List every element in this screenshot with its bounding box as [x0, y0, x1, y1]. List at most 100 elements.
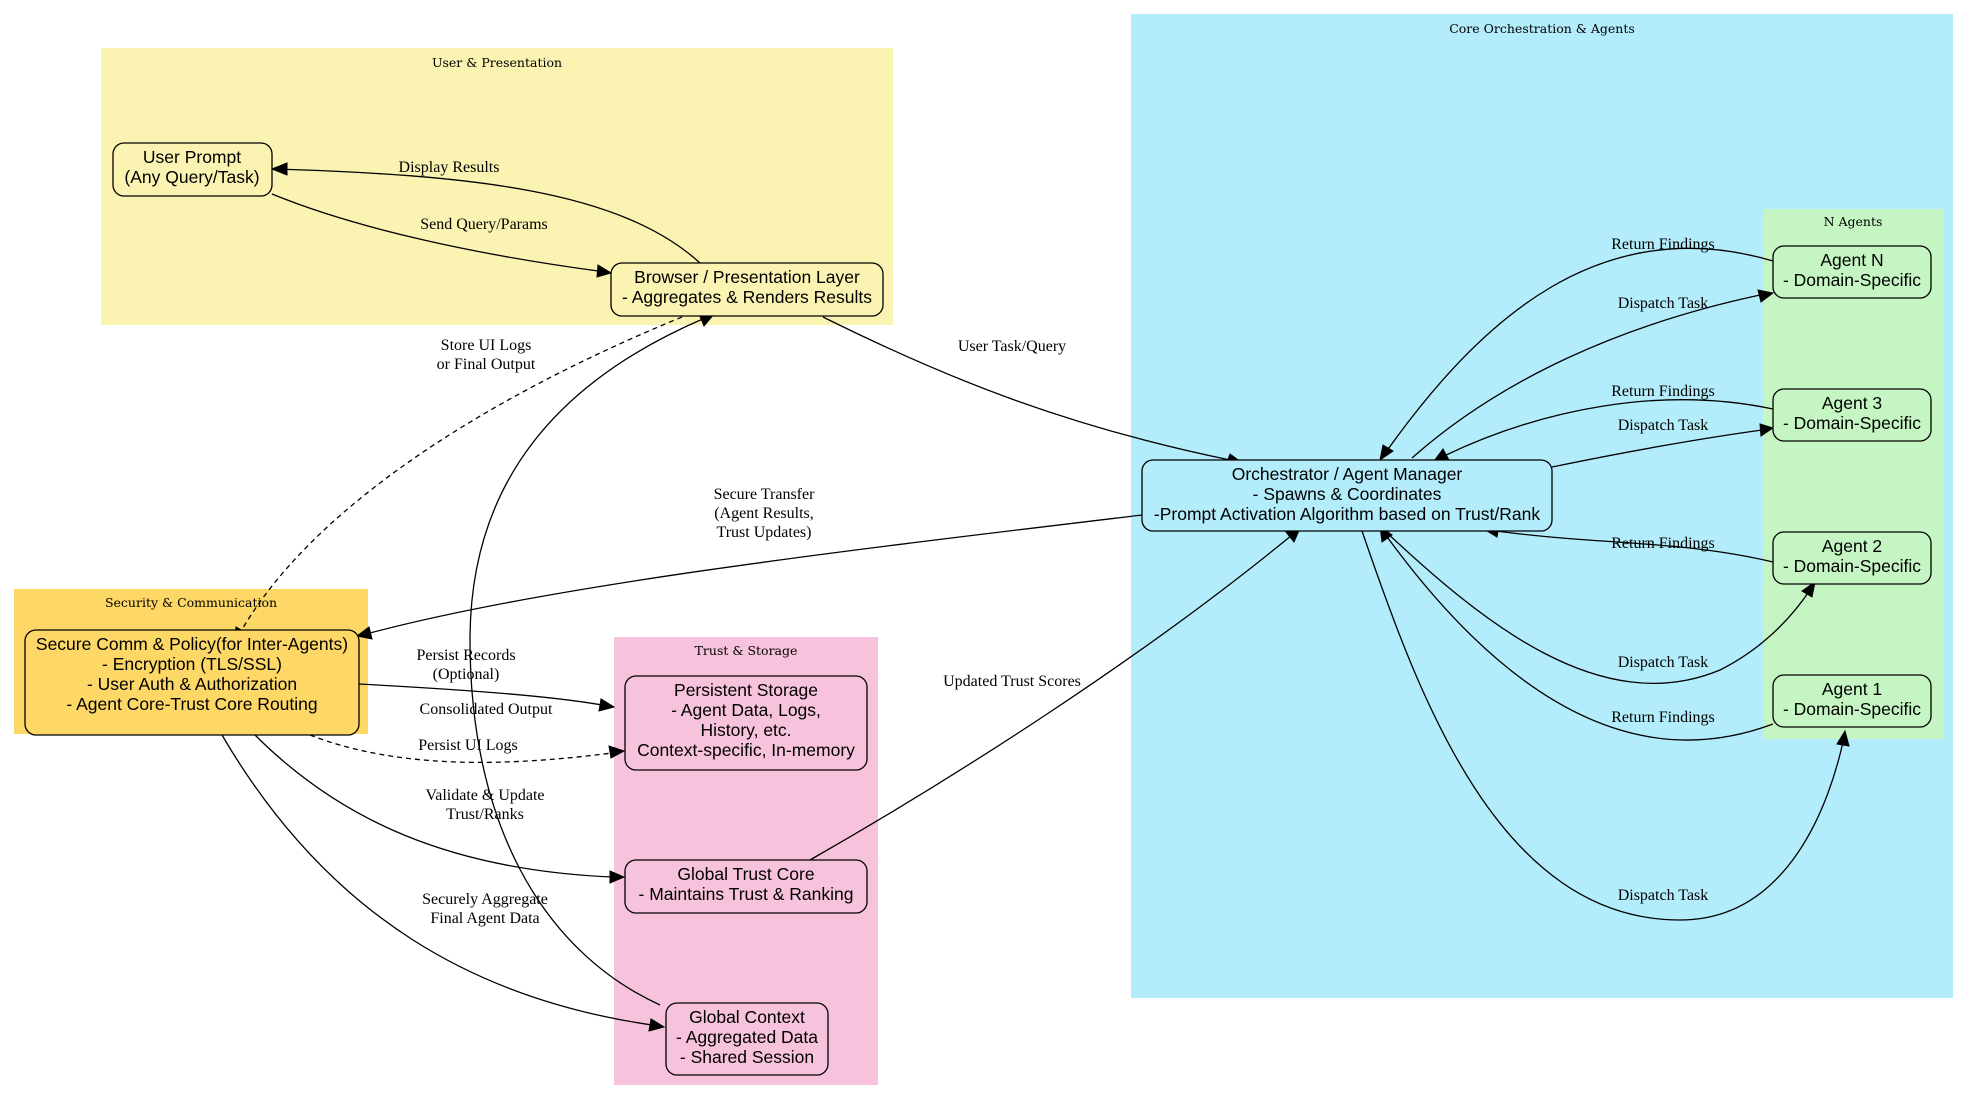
- edge-label-line: Send Query/Params: [420, 216, 548, 233]
- edge-label-line: Validate & Update: [425, 787, 544, 804]
- cluster-core-label: Core Orchestration & Agents: [1449, 21, 1635, 36]
- label-display-results: Display Results: [399, 159, 500, 176]
- svg-text:Agent 1- Domain-Specific: Agent 1- Domain-Specific: [1783, 679, 1921, 719]
- svg-text:Dispatch Task: Dispatch Task: [1618, 654, 1709, 671]
- edge-dispatch-task-2: [1384, 530, 1811, 685]
- arrow-persist-ui-logs: [608, 745, 626, 759]
- edge-label-line: Return Findings: [1611, 709, 1715, 726]
- cluster-agents-label: N Agents: [1824, 214, 1883, 229]
- svg-text:User Task/Query: User Task/Query: [958, 338, 1066, 355]
- edge-label-line: Persist Records: [416, 647, 515, 664]
- label-secure-transfer: Secure Transfer(Agent Results,Trust Upda…: [714, 486, 816, 541]
- node-label-line: - Encryption (TLS/SSL): [102, 654, 282, 674]
- edge-return-findings-n: [1385, 247, 1774, 453]
- svg-text:Orchestrator / Agent Manager-: Orchestrator / Agent Manager- Spawns & C…: [1154, 464, 1540, 524]
- edge-dispatch-task-n: [1411, 294, 1761, 459]
- node-label-line: Agent 3: [1822, 393, 1882, 413]
- edge-return-findings-2: [1495, 530, 1774, 563]
- edge-securely-aggregate: [221, 734, 653, 1026]
- node-label-line: - Shared Session: [680, 1047, 814, 1067]
- node-label-line: - Agent Data, Logs,: [671, 700, 821, 720]
- arrow-dispatch-task-2: [1801, 580, 1816, 598]
- edge-label-line: (Optional): [433, 666, 500, 683]
- svg-text:Global Trust Core- Maintains T: Global Trust Core- Maintains Trust & Ran…: [639, 864, 854, 904]
- cluster-security-label: Security & Communication: [105, 595, 277, 610]
- label-user-task: User Task/Query: [958, 338, 1066, 355]
- svg-text:Send Query/Params: Send Query/Params: [420, 216, 548, 233]
- label-consolidated-output: Consolidated Output: [420, 701, 553, 718]
- edge-label-line: User Task/Query: [958, 338, 1066, 355]
- edge-label-line: Final Agent Data: [430, 910, 539, 927]
- node-label-line: User Prompt: [143, 147, 241, 167]
- arrow-persist-records: [598, 698, 616, 712]
- arrow-send-query: [596, 264, 613, 278]
- edge-store-ui-logs: [239, 316, 683, 634]
- edge-label-line: Dispatch Task: [1618, 295, 1709, 312]
- edge-label-line: Display Results: [399, 159, 500, 176]
- node-label-line: Agent N: [1820, 250, 1883, 270]
- node-label-line: - Maintains Trust & Ranking: [639, 884, 854, 904]
- node-persistent-storage: Persistent Storage- Agent Data, Logs,His…: [624, 675, 868, 771]
- edge-label-line: Secure Transfer: [714, 486, 816, 503]
- edge-persist-ui-logs: [309, 734, 613, 764]
- edge-label-line: or Final Output: [437, 356, 536, 373]
- arrow-validate-update: [609, 870, 626, 884]
- svg-text:Browser / Presentation Layer-: Browser / Presentation Layer- Aggregates…: [622, 267, 872, 307]
- arrow-secure-transfer: [355, 626, 373, 640]
- arrow-dispatch-task-1: [1836, 729, 1850, 747]
- node-label-line: - Domain-Specific: [1783, 699, 1921, 719]
- arrow-return-findings-n: [1379, 444, 1394, 462]
- edge-return-findings-1: [1384, 533, 1774, 741]
- node-label-line: History, etc.: [700, 720, 791, 740]
- node-user-prompt: User Prompt(Any Query/Task): [112, 142, 273, 197]
- edge-label-line: Return Findings: [1611, 535, 1715, 552]
- svg-text:Return Findings: Return Findings: [1611, 383, 1715, 400]
- node-global-trust-core: Global Trust Core- Maintains Trust & Ran…: [624, 859, 868, 914]
- cluster-user-label: User & Presentation: [432, 55, 562, 70]
- edge-label-line: Return Findings: [1611, 236, 1715, 253]
- edge-label-line: Dispatch Task: [1618, 654, 1709, 671]
- node-label-line: -Prompt Activation Algorithm based on Tr…: [1154, 504, 1540, 524]
- arrow-securely-aggregate: [648, 1018, 666, 1032]
- label-return-findings-3: Return Findings: [1611, 383, 1715, 400]
- arrow-dispatch-task-3: [1759, 423, 1775, 437]
- node-label-line: Agent 2: [1822, 536, 1882, 556]
- svg-text:Agent 2- Domain-Specific: Agent 2- Domain-Specific: [1783, 536, 1921, 576]
- edge-validate-update: [254, 734, 613, 878]
- svg-text:Consolidated Output: Consolidated Output: [420, 701, 553, 718]
- node-label-line: - Agent Core-Trust Core Routing: [66, 694, 317, 714]
- label-persist-ui-logs: Persist UI Logs: [418, 737, 518, 754]
- edge-label-line: Trust Updates): [717, 524, 812, 541]
- node-label-line: - User Auth & Authorization: [87, 674, 297, 694]
- node-agent-n: Agent N- Domain-Specific: [1772, 245, 1932, 299]
- arrow-dispatch-task-n: [1757, 289, 1775, 303]
- svg-text:Display Results: Display Results: [399, 159, 500, 176]
- label-return-findings-1: Return Findings: [1611, 709, 1715, 726]
- svg-text:Agent N- Domain-Specific: Agent N- Domain-Specific: [1783, 250, 1921, 290]
- edge-dispatch-task-3: [1551, 429, 1763, 468]
- label-dispatch-task-1: Dispatch Task: [1618, 887, 1709, 904]
- edge-updated-trust: [809, 534, 1293, 861]
- label-dispatch-task-3: Dispatch Task: [1618, 417, 1709, 434]
- edge-user-task: [822, 316, 1231, 461]
- edge-send-query: [271, 193, 599, 272]
- node-label-line: Global Context: [689, 1007, 805, 1027]
- cluster-storage-label: Trust & Storage: [695, 643, 798, 658]
- node-label-line: - Aggregates & Renders Results: [622, 287, 872, 307]
- svg-text:Persistent Storage- Agent Data: Persistent Storage- Agent Data, Logs,His…: [637, 680, 855, 760]
- svg-text:User Prompt(Any Query/Task): User Prompt(Any Query/Task): [124, 147, 259, 187]
- edge-label-line: Securely Aggregate: [422, 891, 548, 908]
- edge-label-line: Return Findings: [1611, 383, 1715, 400]
- label-persist-records: Persist Records (Optional): [416, 647, 515, 683]
- edge-label-line: Persist UI Logs: [418, 737, 518, 754]
- svg-text:Persist Records(Optional): Persist Records (Optional): [416, 647, 515, 683]
- node-secure-comm-policy: Secure Comm & Policy(for Inter-Agents)- …: [24, 629, 360, 736]
- arrow-display-results: [270, 162, 288, 176]
- node-orchestrator: Orchestrator / Agent Manager- Spawns & C…: [1141, 459, 1553, 532]
- svg-text:Secure Transfer(Agent Results,: Secure Transfer(Agent Results,Trust Upda…: [714, 486, 816, 541]
